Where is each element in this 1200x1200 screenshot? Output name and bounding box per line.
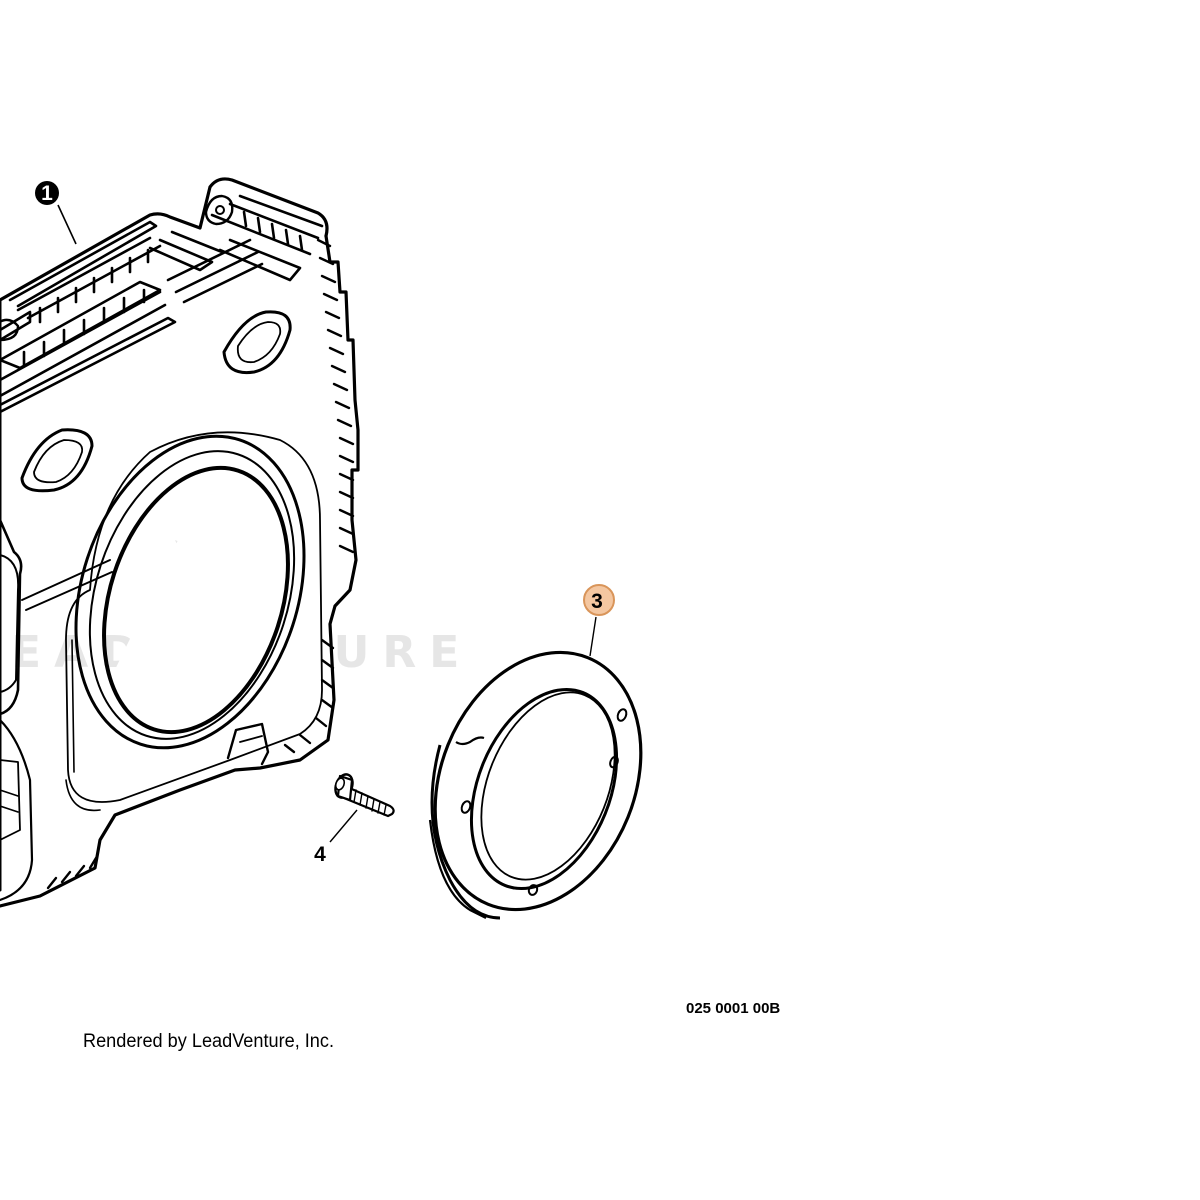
callout-3-label: 3 xyxy=(591,590,603,613)
callout-1[interactable]: 1 xyxy=(35,181,77,245)
callout-3-leader xyxy=(589,616,597,657)
diagram-code: 025 0001 00B xyxy=(686,1000,780,1017)
render-credit: Rendered by LeadVenture, Inc. xyxy=(83,1031,334,1052)
callout-4-leader xyxy=(329,809,358,843)
callout-1-badge xyxy=(35,181,59,205)
callout-1-label: 1 xyxy=(41,182,53,205)
oval-vent-lower xyxy=(20,428,94,493)
callout-3-badge xyxy=(583,584,615,616)
screw-part-4[interactable] xyxy=(332,772,395,818)
ring-part-3[interactable] xyxy=(398,621,678,940)
large-opening-outer xyxy=(74,434,306,750)
callout-3[interactable]: 3 xyxy=(583,584,615,657)
housing-part-1[interactable] xyxy=(0,177,360,908)
large-opening-inner xyxy=(102,465,290,735)
oval-vent-upper xyxy=(222,310,292,375)
callout-4[interactable]: 4 xyxy=(314,809,358,866)
callout-4-label: 4 xyxy=(314,843,326,866)
callout-1-leader xyxy=(57,204,77,245)
